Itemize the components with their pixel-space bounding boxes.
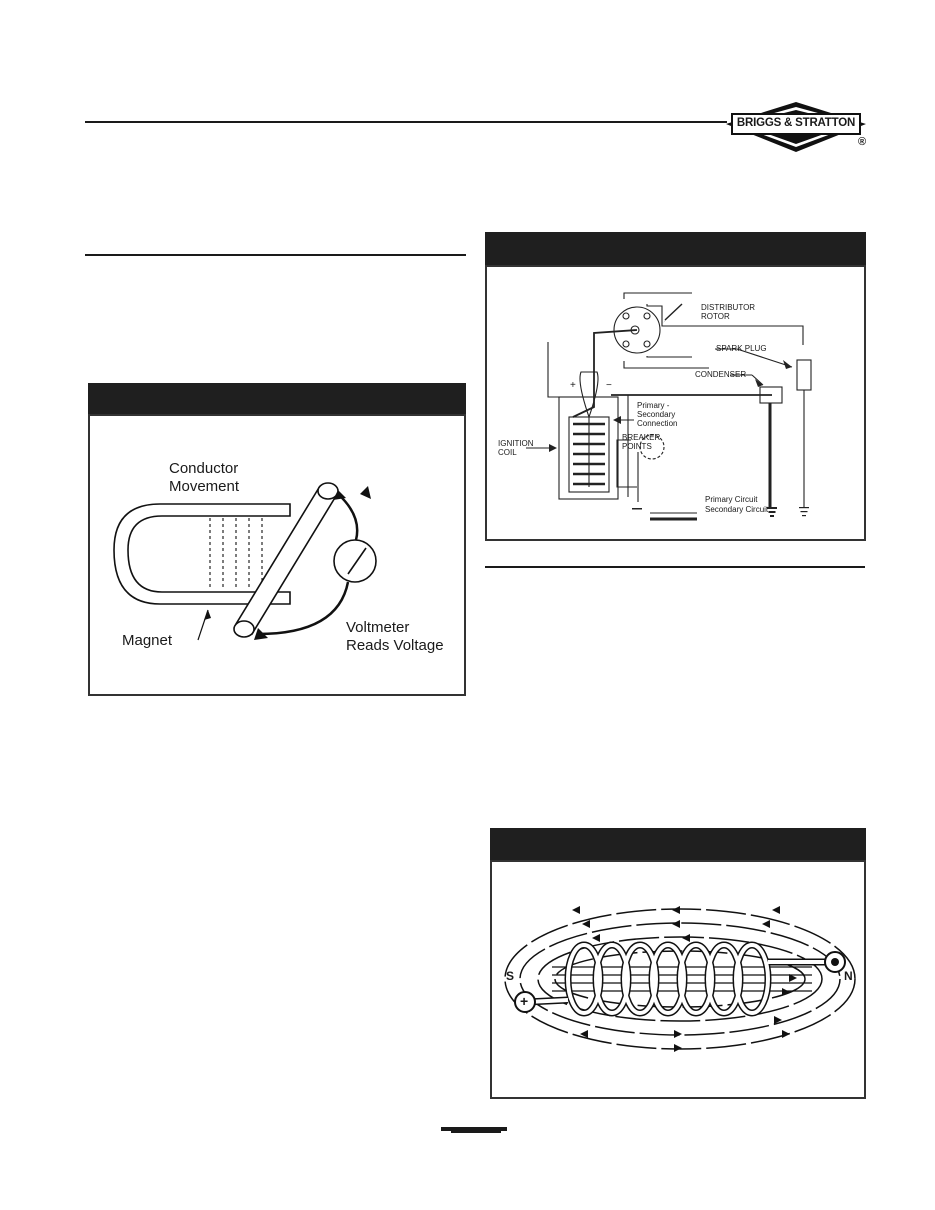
label-secondary-circuit: Secondary Circuit (705, 505, 769, 514)
label-breaker-2: POINTS (622, 442, 652, 451)
label-distributor-1: DISTRIBUTOR (701, 303, 756, 312)
figure-induction-header (88, 383, 466, 416)
label-conductor-movement-2: Movement (169, 478, 240, 495)
label-voltmeter-2: Reads Voltage (346, 637, 444, 654)
registered-mark: ® (858, 136, 867, 148)
brand-logo: BRIGGS & STRATTON ® (722, 100, 870, 156)
figure-ignition-header (485, 232, 866, 265)
figure-electromagnet-header (490, 828, 866, 861)
induction-drawing (113, 482, 377, 641)
label-minus: − (606, 380, 612, 391)
label-primary-secondary-2: Secondary (637, 410, 676, 419)
label-breaker-1: BREAKER (622, 433, 661, 442)
label-conductor-movement-1: Conductor (169, 460, 239, 477)
figure-induction: Conductor Movement Magnet Voltmeter Read… (88, 414, 466, 696)
logo-text: BRIGGS & STRATTON (736, 117, 856, 129)
label-ignition-coil-2: COIL (498, 448, 517, 457)
footer-bar (441, 1127, 507, 1131)
header-rule (85, 121, 727, 123)
label-distributor-2: ROTOR (701, 312, 730, 321)
label-magnet: Magnet (122, 632, 173, 649)
section-rule-left (85, 254, 466, 256)
electromagnet-drawing (504, 906, 856, 1052)
footer-bar-lower (451, 1130, 501, 1133)
figure-ignition: DISTRIBUTOR ROTOR SPARK PLUG CONDENSER +… (485, 265, 866, 541)
current-in-terminal (514, 991, 536, 1013)
label-south-pole: S (506, 969, 515, 983)
label-primary-circuit: Primary Circuit (705, 495, 758, 504)
section-rule-right (485, 566, 865, 568)
label-voltmeter-1: Voltmeter (346, 619, 410, 636)
label-primary-secondary-1: Primary - (637, 401, 670, 410)
label-ignition-coil-1: IGNITION (498, 439, 534, 448)
figure-electromagnet: S N + (490, 860, 866, 1099)
label-plus-terminal: + (520, 993, 529, 1009)
label-condenser: CONDENSER (695, 370, 747, 379)
ignition-drawing (526, 292, 812, 521)
label-spark-plug: SPARK PLUG (716, 344, 767, 353)
label-plus: + (570, 380, 576, 391)
label-primary-secondary-3: Connection (637, 419, 678, 428)
label-north-pole: N (844, 969, 853, 983)
